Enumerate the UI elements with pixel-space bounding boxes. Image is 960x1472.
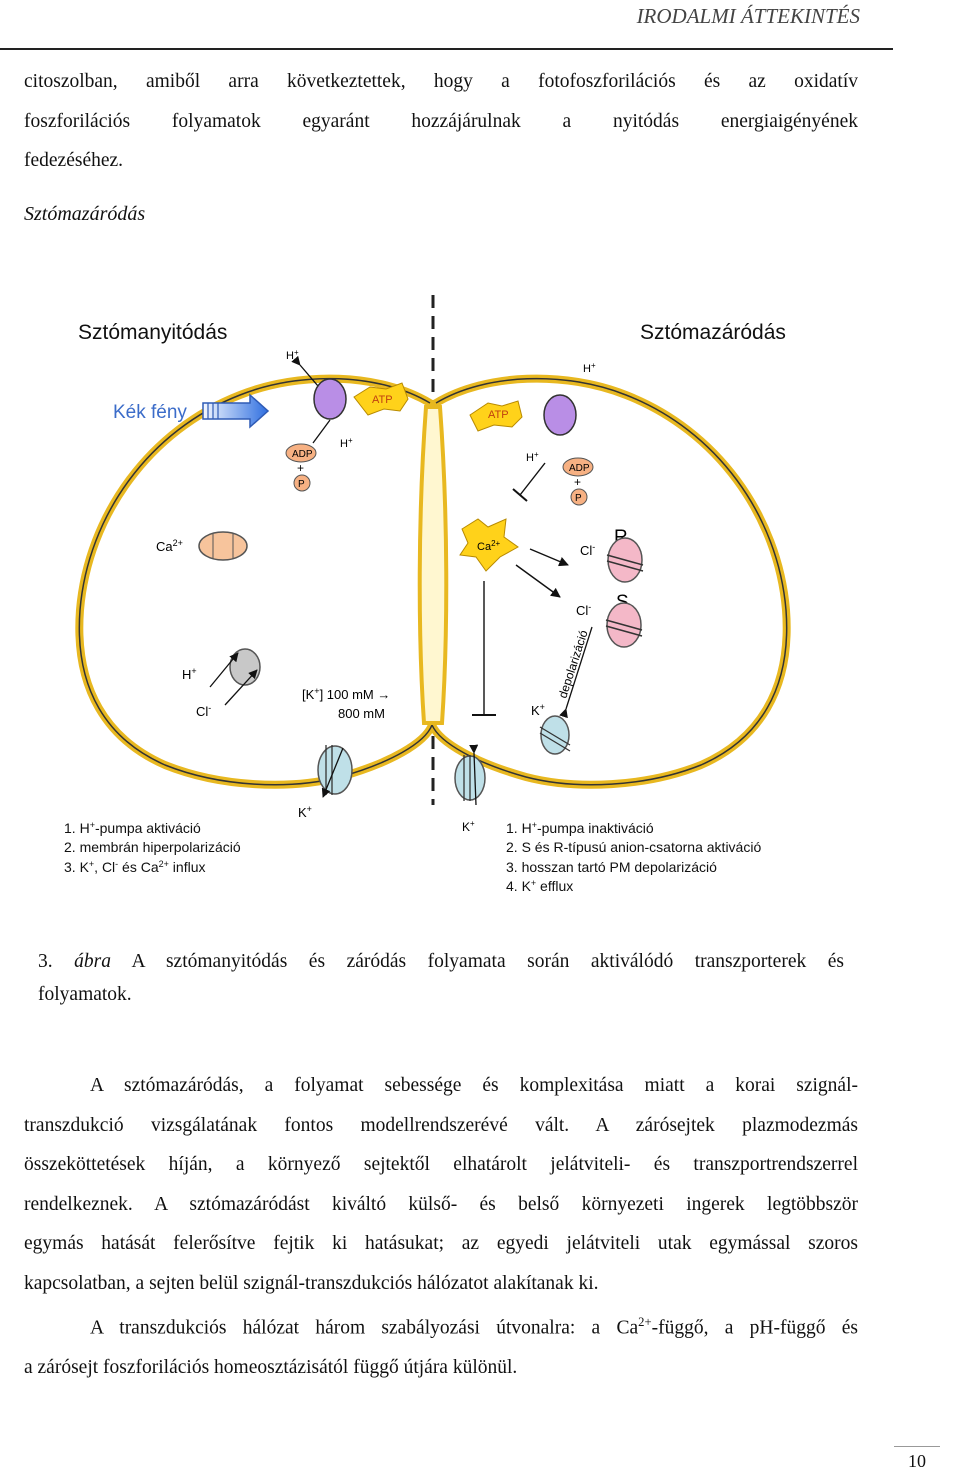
h-cl-symporter bbox=[229, 648, 261, 686]
closing-step: 4. K+ efflux bbox=[506, 878, 573, 894]
adp-left bbox=[285, 443, 317, 463]
atp-star-right bbox=[469, 400, 523, 432]
h-pump-right bbox=[543, 394, 577, 436]
title-opening: Sztómanyitódás bbox=[78, 321, 227, 344]
h-label: H+ bbox=[286, 348, 299, 362]
k-label: K+ bbox=[462, 819, 475, 834]
ca-star bbox=[459, 518, 519, 572]
svg-text:ATP: ATP bbox=[488, 409, 509, 421]
h-label: H+ bbox=[340, 436, 353, 450]
opening-steps: 1. H+-pumpa aktiváció 2. membrán hiperpo… bbox=[64, 820, 241, 875]
svg-text:ADP: ADP bbox=[292, 449, 313, 460]
opening-step: 1. H+-pumpa aktiváció bbox=[64, 820, 201, 836]
intro-paragraph: citoszolban, amiből arra következtettek,… bbox=[24, 62, 858, 181]
atp-star-left bbox=[353, 382, 409, 416]
h-pump-left bbox=[313, 378, 347, 420]
intro-line: fedezéséhez. bbox=[24, 150, 124, 171]
blue-light-arrow bbox=[202, 393, 270, 429]
body-paragraph-2: A transzdukciós hálózat három szabályozá… bbox=[24, 1315, 858, 1378]
intro-line: foszforilációs folyamatok egyaránt hozzá… bbox=[24, 110, 858, 132]
k-label: K+ bbox=[531, 702, 545, 718]
cl-label: Cl- bbox=[196, 703, 211, 719]
h-label: H+ bbox=[182, 666, 197, 682]
intro-line: citoszolban, amiből arra következtettek,… bbox=[24, 71, 858, 92]
svg-text:+: + bbox=[574, 475, 581, 489]
closing-step: 1. H+-pumpa inaktiváció bbox=[506, 820, 654, 836]
k-label: K+ bbox=[298, 804, 312, 820]
svg-text:ATP: ATP bbox=[372, 394, 393, 406]
blue-light-label: Kék fény bbox=[113, 402, 187, 423]
svg-text:P: P bbox=[575, 493, 582, 504]
k-channel-right-upper bbox=[540, 715, 570, 755]
closing-steps: 1. H+-pumpa inaktiváció 2. S és R-típusú… bbox=[506, 820, 761, 894]
closing-step: 2. S és R-típusú anion-csatorna aktiváci… bbox=[506, 839, 761, 855]
stomatal-pore bbox=[417, 405, 449, 725]
body-paragraph-1: A sztómazáródás, a folyamat sebessége és… bbox=[24, 1075, 858, 1294]
page-number: 10 bbox=[894, 1446, 940, 1472]
svg-text:+: + bbox=[297, 461, 304, 475]
header-rule bbox=[0, 48, 893, 50]
opening-step: 3. K+, Cl- és Ca2+ influx bbox=[64, 859, 205, 875]
h-label: H+ bbox=[583, 361, 596, 375]
h-label: H+ bbox=[526, 450, 539, 464]
ca-channel bbox=[198, 531, 248, 561]
cl-label: Cl- bbox=[576, 602, 591, 618]
running-header: IRODALMI ÁTTEKINTÉS bbox=[636, 4, 860, 28]
stomata-figure: Sztómanyitódás Sztómazáródás Kék fény H+… bbox=[64, 295, 791, 894]
k-channel-left bbox=[317, 745, 353, 795]
svg-text:ADP: ADP bbox=[569, 463, 590, 474]
figure-caption: 3. ábra A sztómanyitódás és záródás foly… bbox=[38, 951, 844, 1005]
section-heading: Sztómazáródás bbox=[24, 203, 146, 225]
cl-label: Cl- bbox=[580, 542, 595, 558]
k-concentration: [K+] 100 mM → bbox=[302, 686, 390, 702]
depolarization-label: depolarizáció bbox=[556, 628, 591, 700]
svg-text:P: P bbox=[298, 479, 305, 490]
k-concentration-end: 800 mM bbox=[338, 706, 385, 721]
closing-step: 3. hosszan tartó PM depolarizáció bbox=[506, 859, 717, 875]
ca-label: Ca2+ bbox=[477, 539, 501, 553]
title-closing: Sztómazáródás bbox=[640, 321, 786, 344]
ca-label: Ca2+ bbox=[156, 538, 183, 554]
opening-step: 2. membrán hiperpolarizáció bbox=[64, 839, 241, 855]
adp-right bbox=[562, 457, 594, 477]
